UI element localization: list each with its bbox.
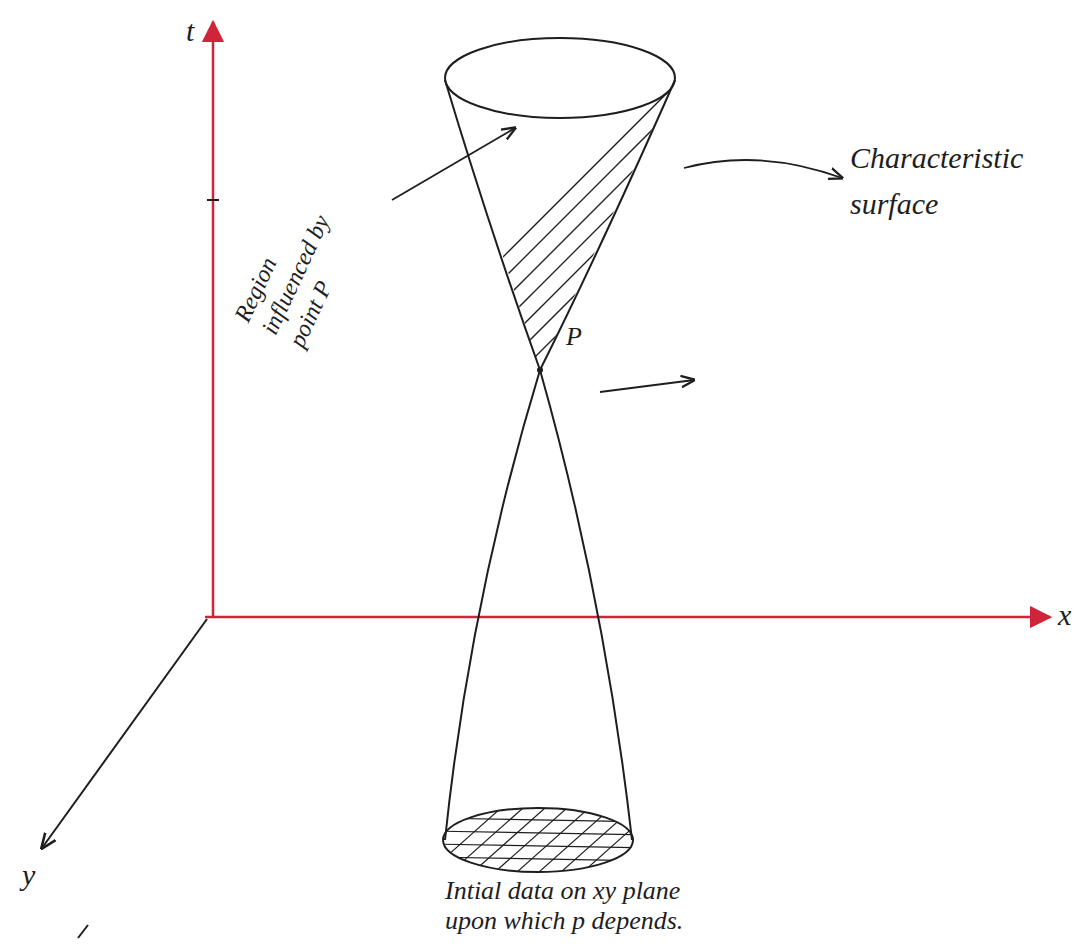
leader-line [684,160,842,178]
hatch-line [734,20,1088,400]
x-axis [205,616,1050,619]
hatch-line [448,20,828,400]
cone-edge [445,370,540,840]
hatch-line [844,20,1088,400]
data-hatching [420,800,752,880]
hatch-line [778,20,1088,400]
leader-line [600,380,694,392]
hatch-line [646,20,1026,400]
hatch-line [800,20,1088,400]
hatch-line [492,20,872,400]
axis-label: x [1058,598,1082,632]
y-axis [42,619,207,848]
hatch-line [640,800,730,880]
hatch-line [382,20,762,400]
hatch-line [430,844,650,848]
hatch-line [690,20,1070,400]
hatch-line [514,20,894,400]
pen-mark [78,925,88,938]
hatch-line [486,800,576,880]
data-note: Intial data on xy plane upon which p dep… [445,876,725,936]
cone-edge [540,80,675,370]
point-label: P [566,322,592,352]
hatch-line [530,800,620,880]
point-p [537,367,543,373]
axis-tick [207,199,219,201]
hatch-line [426,20,806,400]
hatch-line [822,20,1088,400]
t-axis [212,22,215,617]
cone-base-ellipse [443,808,633,872]
hatch-line [470,20,850,400]
axis-label: t [186,14,216,48]
hatch-line [712,20,1088,400]
hatch-line [596,800,686,880]
hatch-line [430,831,650,835]
hatch-line [404,20,784,400]
influence-hatching [360,20,1088,400]
hatch-line [464,800,554,880]
region-label: Region influenced by point P [228,178,373,352]
surface-label: Characteristic surface [850,135,1060,227]
cone-edge [445,80,540,370]
hatch-line [662,800,752,880]
cone-edge [540,370,632,840]
cone-top-ellipse [445,38,675,118]
hatch-line [360,20,740,400]
hatch-line [756,20,1088,400]
hatch-line [624,20,1004,400]
leader-line [392,128,515,200]
axis-label: y [22,858,46,892]
